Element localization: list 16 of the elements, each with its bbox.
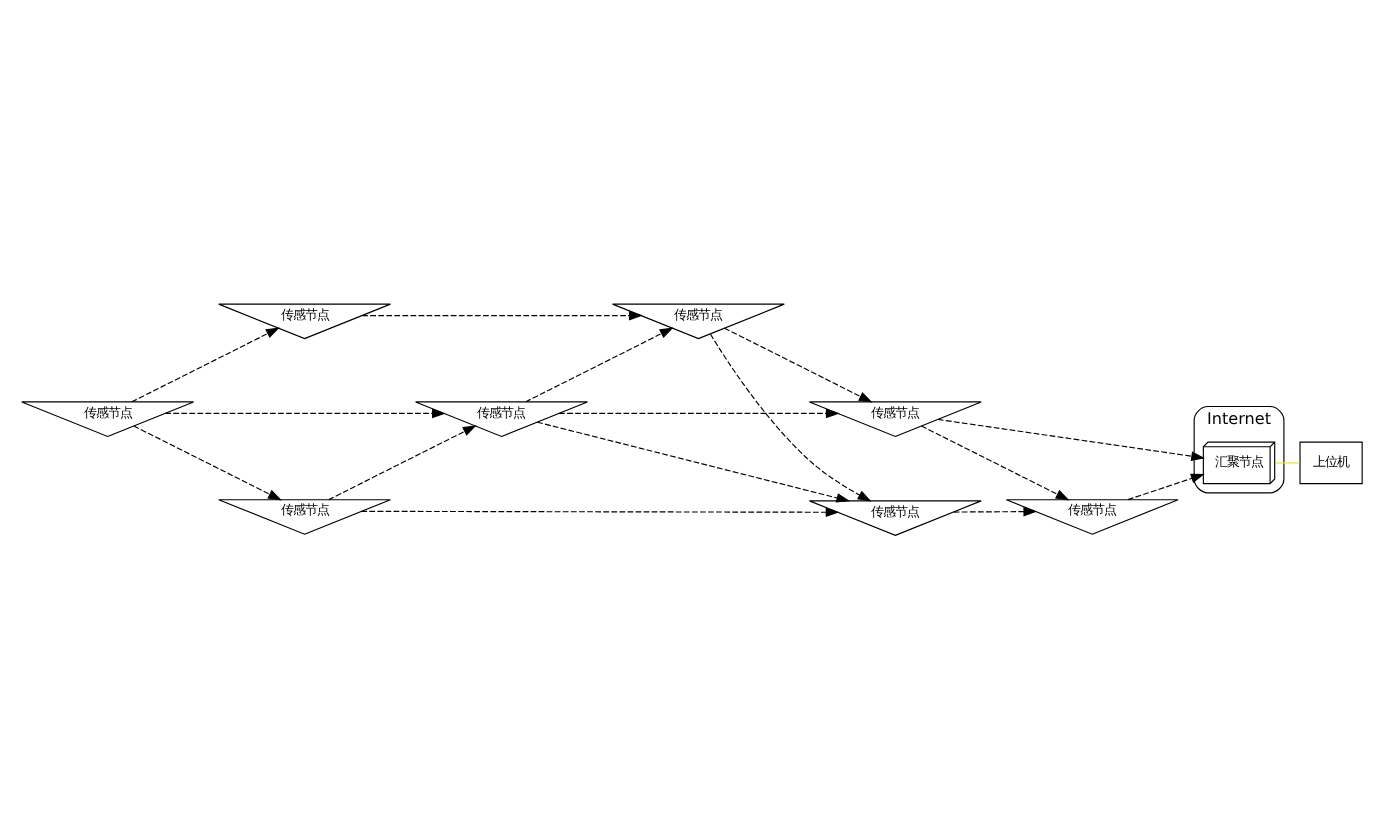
arrow — [1127, 473, 1205, 501]
arrow — [920, 425, 1070, 501]
arrow — [937, 418, 1206, 461]
arrow — [361, 310, 643, 321]
arrow — [525, 327, 674, 403]
arrow — [328, 425, 477, 501]
arrow — [558, 408, 840, 419]
arrow — [953, 506, 1038, 517]
arrow — [709, 333, 872, 502]
arrow — [536, 421, 851, 503]
arrow — [724, 327, 873, 403]
arrow — [131, 327, 280, 403]
arrow — [361, 507, 840, 518]
arrow — [164, 408, 446, 419]
connector — [1274, 462, 1301, 464]
arrow — [133, 425, 282, 501]
